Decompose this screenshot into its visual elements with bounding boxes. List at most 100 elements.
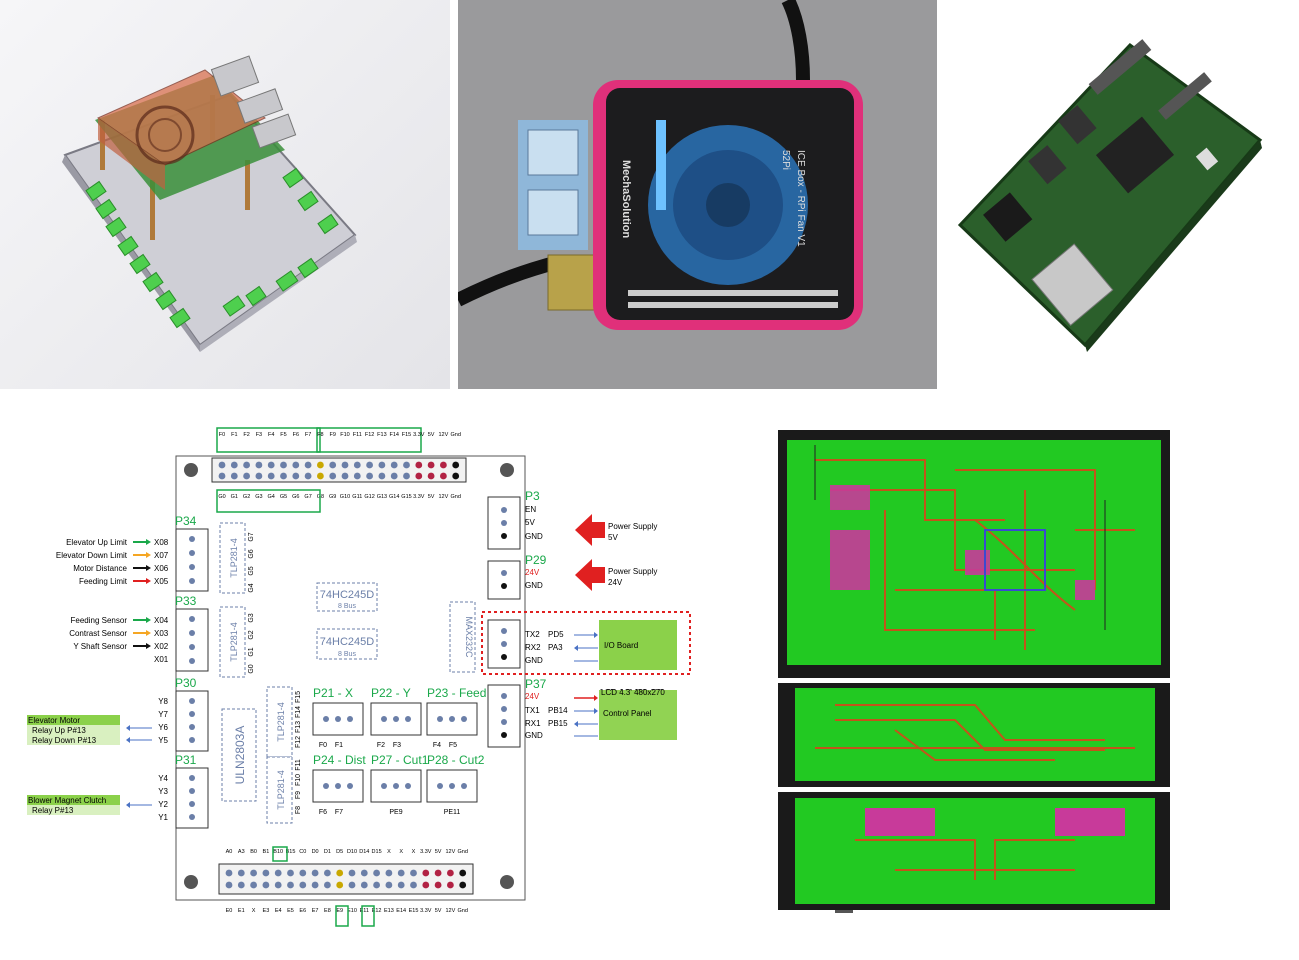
power-24v-value: 24V <box>608 578 623 587</box>
lcd-title-overlay: LCD 4.3' 480x270 <box>601 688 665 697</box>
motor-pin-label: F5 <box>449 742 457 749</box>
connector-pin <box>335 716 341 722</box>
top-pin-label: F13 <box>377 432 386 438</box>
blower-title: Blower Magnet Clutch <box>28 796 106 805</box>
pin-highlight-box <box>361 905 375 927</box>
bottom-pin-label: E6 <box>299 908 306 914</box>
tlp281-label-3: TLP281-4 <box>276 702 286 742</box>
header-pin <box>225 869 233 877</box>
power-24v-arrow <box>575 559 605 591</box>
header-pin <box>440 461 447 469</box>
power-24v-label: Power Supply <box>608 567 657 576</box>
connector-pin <box>437 716 443 722</box>
top-pin-label: 12V <box>439 494 449 500</box>
board-outline <box>175 455 526 901</box>
signal-label: Y Shaft Sensor <box>73 642 127 651</box>
bottom-pin-label: A3 <box>238 849 245 855</box>
bottom-pin-label: E12 <box>372 908 382 914</box>
header-pin <box>218 472 226 480</box>
ic-pin-label: F10 <box>295 774 302 786</box>
header-pin <box>262 869 270 877</box>
pcb-layout-image <box>778 430 1170 913</box>
bottom-pin-label: Gnd <box>457 849 467 855</box>
header-pin <box>410 881 417 889</box>
top-pin-label: 5V <box>428 494 435 500</box>
connector-pin <box>189 578 195 584</box>
top-pin-label: F2 <box>243 432 249 438</box>
io-port-pd5: PD5 <box>548 630 564 639</box>
header-pin <box>324 881 331 889</box>
top-pin-label: Gnd <box>450 432 460 438</box>
bottom-pin-label: 3.3V <box>420 908 432 914</box>
top-header-group-box <box>316 427 422 453</box>
top-pin-label: F8 <box>317 432 323 438</box>
header-pin <box>390 472 398 480</box>
y-pin-label: Y6 <box>158 723 168 732</box>
connector-pin <box>437 783 443 789</box>
p34-label: P34 <box>175 514 197 528</box>
top-pin-label: 5V <box>428 432 435 438</box>
header-pin <box>410 869 417 877</box>
tlp281-ic-2 <box>219 606 246 678</box>
mount-hole <box>184 875 198 889</box>
io-board-label: I/O Board <box>604 641 638 650</box>
p3-pin-en: EN <box>525 505 536 514</box>
rpi-vendor: MechaSolution <box>620 160 632 239</box>
bottom-pin-label: E4 <box>275 908 282 914</box>
rpi-brand: 52Pi <box>780 150 791 170</box>
top-pin-label: G6 <box>292 494 299 500</box>
bottom-pin-label: E3 <box>263 908 270 914</box>
signal-label: Motor Distance <box>73 564 127 573</box>
header-pin <box>243 472 251 480</box>
connector-pin <box>189 630 195 636</box>
lcd-port-pb14: PB14 <box>548 706 568 715</box>
header-pin <box>415 461 423 469</box>
header-pin <box>427 472 435 480</box>
header-pin <box>459 869 467 877</box>
tlp281-ic-1 <box>219 522 246 594</box>
header-pin <box>262 881 270 889</box>
bottom-pin-label: E0 <box>226 908 233 914</box>
bottom-header-pins <box>225 869 467 889</box>
p29-pin-24v: 24V <box>525 568 540 577</box>
header-pin <box>255 461 263 469</box>
top-pin-label: G3 <box>255 494 262 500</box>
header-pin <box>353 461 361 469</box>
top-header-group-box <box>216 489 321 513</box>
motor-connector-label: P28 - Cut2 <box>427 753 485 767</box>
header-pin <box>348 869 356 877</box>
header-pin <box>434 869 442 877</box>
motor-connector-label: P24 - Dist <box>313 753 366 767</box>
signal-pin: X08 <box>154 538 169 547</box>
motor-connector-label: P27 - Cut1 <box>371 753 429 767</box>
signal-pin: X06 <box>154 564 169 573</box>
tlp281-label-4: TLP281-4 <box>276 770 286 810</box>
bottom-pin-label: D5 <box>336 849 343 855</box>
bottom-pin-label: A0 <box>226 849 233 855</box>
tlp281-ic-4 <box>266 756 293 824</box>
top-header-group-box <box>216 427 321 453</box>
bottom-pin-label: E10 <box>347 908 357 914</box>
y-pin-label: Y2 <box>158 800 168 809</box>
bottom-pin-label: D10 <box>347 849 357 855</box>
header-pin <box>250 881 257 889</box>
header-pin <box>225 881 233 889</box>
top-pin-label: F9 <box>329 432 335 438</box>
header-pin <box>287 869 294 877</box>
connector-pin <box>189 644 195 650</box>
pcb-photo-image <box>957 39 1263 352</box>
ic-pin-label: G1 <box>248 647 255 656</box>
connector-pin <box>381 783 387 789</box>
tlp281-ic-3 <box>266 686 293 758</box>
signal-label: Elevator Down Limit <box>56 551 128 560</box>
bottom-pin-label: E7 <box>312 908 319 914</box>
p37-pin-24v: 24V <box>525 692 540 701</box>
header-pin <box>280 461 287 469</box>
header-pin <box>336 869 344 877</box>
motor-pin-label: F0 <box>319 742 327 749</box>
bottom-pin-label: X <box>412 849 416 855</box>
bottom-pin-label: E1 <box>238 908 245 914</box>
signal-label: Feeding Sensor <box>71 616 128 625</box>
